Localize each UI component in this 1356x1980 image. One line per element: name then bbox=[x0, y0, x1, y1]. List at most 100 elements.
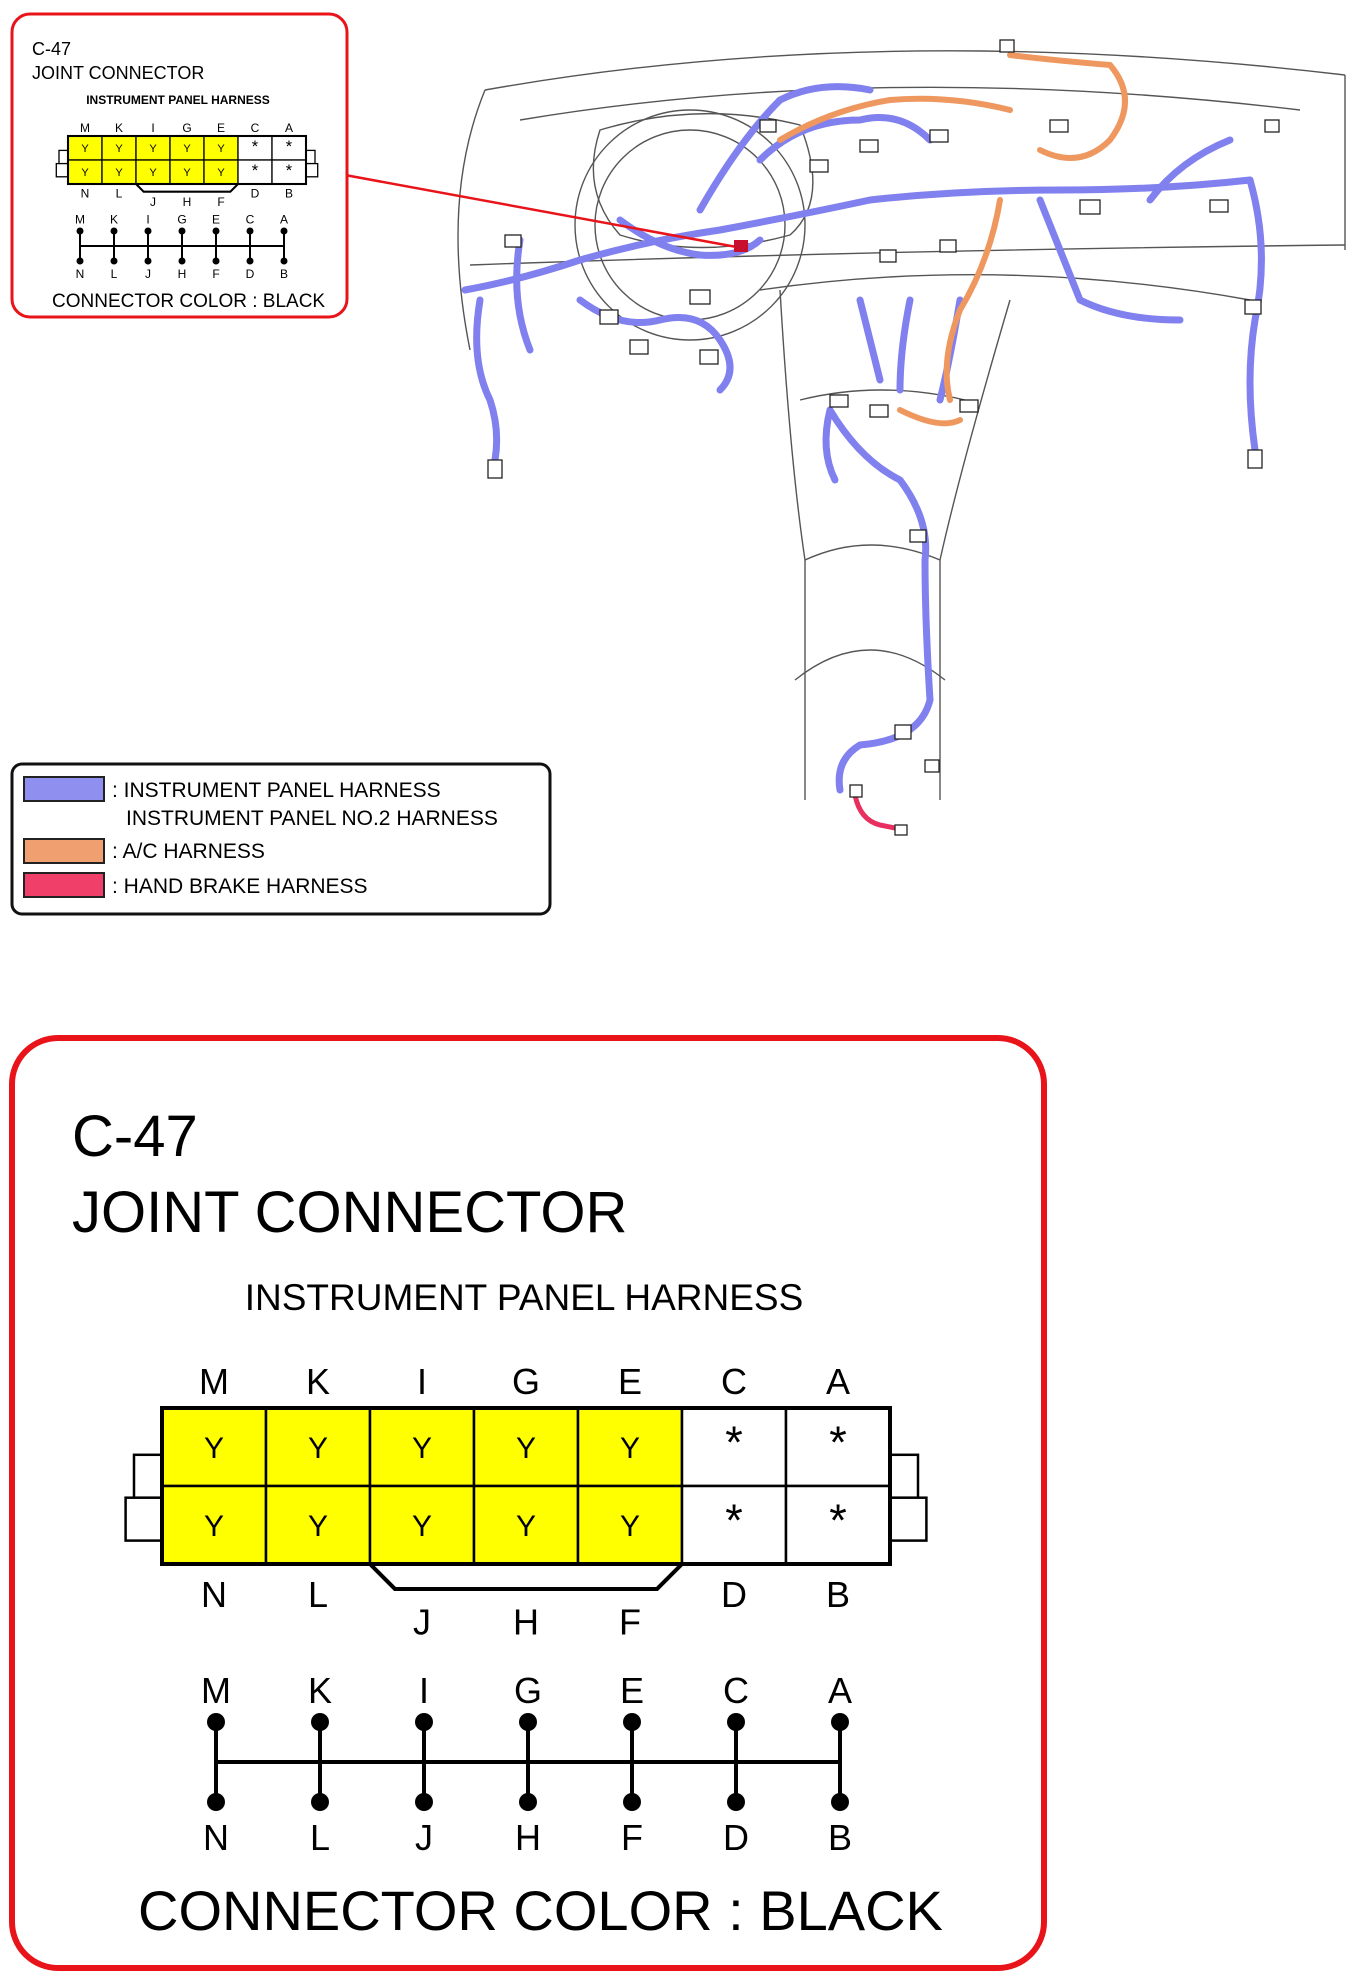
schematic-label-bottom: F bbox=[212, 267, 219, 281]
pin-wire-color: Y bbox=[412, 1510, 432, 1543]
instrument-panel-harness bbox=[461, 83, 1265, 794]
pin-cell bbox=[101, 135, 137, 161]
harness-connector bbox=[1264, 119, 1280, 133]
latch-tab-right-upper bbox=[305, 149, 316, 165]
pin-cell bbox=[784, 1484, 892, 1566]
pin-wire-color: Y bbox=[149, 143, 157, 155]
inset-connector-color-note: CONNECTOR COLOR : BLACK bbox=[52, 291, 325, 312]
unused-pin-mark: * bbox=[286, 162, 293, 180]
inset-connector-id: C-47 bbox=[32, 39, 71, 59]
schematic-label-top: M bbox=[201, 1670, 231, 1711]
pin-wire-color: Y bbox=[217, 167, 225, 179]
pin-dot-top bbox=[519, 1713, 537, 1731]
harness-connector bbox=[1209, 199, 1229, 213]
latch-tab-left-upper bbox=[132, 1453, 164, 1499]
detail-harness-name: INSTRUMENT PANEL HARNESS bbox=[245, 1277, 804, 1318]
harness-connector bbox=[699, 349, 719, 365]
console-mid-line bbox=[799, 389, 966, 401]
latch-tab-right-lower bbox=[305, 162, 319, 178]
dashboard-outline bbox=[457, 50, 1346, 800]
pin-wire-color: Y bbox=[308, 1432, 328, 1465]
pin-label-top: E bbox=[618, 1361, 642, 1402]
ac-harness bbox=[777, 52, 1128, 427]
pin-label-bottom: H bbox=[513, 1601, 539, 1642]
legend-swatch-hand-brake bbox=[23, 872, 105, 898]
console-right-side bbox=[939, 299, 1011, 800]
schematic-label-bottom: D bbox=[723, 1817, 749, 1858]
unused-pin-mark: * bbox=[829, 1417, 847, 1468]
pin-wire-color: Y bbox=[412, 1432, 432, 1465]
pin-wire-color: Y bbox=[516, 1432, 536, 1465]
harness-connector bbox=[1247, 449, 1263, 469]
pin-dot-top bbox=[311, 1713, 329, 1731]
pin-cell bbox=[160, 1484, 268, 1566]
latch-tab-left-lower bbox=[124, 1496, 164, 1542]
ip-harness-left-branch bbox=[513, 236, 534, 354]
pin-dot-top bbox=[727, 1713, 745, 1731]
schematic-label-top: K bbox=[110, 213, 118, 227]
unused-pin-mark: * bbox=[725, 1495, 743, 1546]
pin-wire-color: Y bbox=[620, 1510, 640, 1543]
pin-label-top: A bbox=[826, 1361, 850, 1402]
pin-label-bottom: J bbox=[150, 195, 156, 209]
inset-harness-name: INSTRUMENT PANEL HARNESS bbox=[86, 93, 270, 107]
pin-label-top: I bbox=[151, 121, 154, 135]
pin-dot-bottom bbox=[212, 257, 220, 265]
pin-wire-color: Y bbox=[149, 167, 157, 179]
schematic-label-bottom: L bbox=[310, 1817, 330, 1858]
harness-connector bbox=[924, 759, 940, 773]
harness-connector bbox=[1049, 119, 1069, 133]
pin-label-bottom: L bbox=[116, 187, 123, 201]
harness-connector bbox=[629, 339, 649, 355]
harness-connector bbox=[959, 399, 979, 413]
schematic-label-bottom: J bbox=[145, 267, 151, 281]
harness-connector bbox=[504, 234, 522, 248]
harness-connector bbox=[599, 309, 619, 325]
harness-connector bbox=[894, 724, 912, 740]
pin-wire-color: Y bbox=[115, 167, 123, 179]
latch-tab-right-lower bbox=[888, 1496, 928, 1542]
dash-inner-line bbox=[519, 86, 1301, 121]
ac-harness-center-drop bbox=[943, 197, 1003, 403]
harness-connector bbox=[809, 159, 829, 173]
schematic-label-bottom: N bbox=[76, 267, 85, 281]
pin-cell bbox=[784, 1406, 892, 1488]
steering-wheel-outer bbox=[574, 109, 806, 341]
ip-harness-main-trunk bbox=[461, 176, 1254, 294]
pin-label-bottom: H bbox=[183, 195, 192, 209]
pin-dot-bottom bbox=[280, 257, 288, 265]
schematic-label-top: I bbox=[146, 213, 149, 227]
pin-dot-bottom bbox=[831, 1793, 849, 1811]
ac-harness-console-run bbox=[897, 407, 963, 427]
legend-swatch-ac bbox=[23, 838, 105, 864]
schematic-label-top: E bbox=[212, 213, 220, 227]
harness-connector bbox=[929, 129, 949, 143]
pin-wire-color: Y bbox=[217, 143, 225, 155]
pin-dot-bottom bbox=[415, 1793, 433, 1811]
pin-dot-bottom bbox=[144, 257, 152, 265]
console-left-side bbox=[779, 289, 806, 800]
pin-label-bottom: J bbox=[413, 1601, 431, 1642]
pin-dot-top bbox=[623, 1713, 641, 1731]
detail-connector-color-note: CONNECTOR COLOR : BLACK bbox=[138, 1879, 943, 1942]
detail-connector-name: JOINT CONNECTOR bbox=[72, 1180, 627, 1245]
pin-label-top: M bbox=[199, 1361, 229, 1402]
pin-dot-top bbox=[831, 1713, 849, 1731]
harness-connectors bbox=[487, 39, 1280, 836]
ip-harness-far-right bbox=[1146, 136, 1234, 204]
schematic-label-top: C bbox=[723, 1670, 749, 1711]
pin-label-top: G bbox=[182, 121, 191, 135]
pin-cell bbox=[271, 159, 307, 185]
pin-dot-bottom bbox=[110, 257, 118, 265]
console-lower-hood bbox=[804, 544, 941, 561]
ip-harness-right-drop bbox=[1246, 176, 1265, 454]
pin-dot-bottom bbox=[727, 1793, 745, 1811]
pin-label-bottom: B bbox=[826, 1574, 850, 1615]
pin-wire-color: Y bbox=[204, 1510, 224, 1543]
pin-dot-bottom bbox=[246, 257, 254, 265]
pin-cell bbox=[135, 159, 171, 185]
schematic-label-bottom: N bbox=[203, 1817, 229, 1858]
latch-tab-right-upper bbox=[888, 1453, 920, 1499]
